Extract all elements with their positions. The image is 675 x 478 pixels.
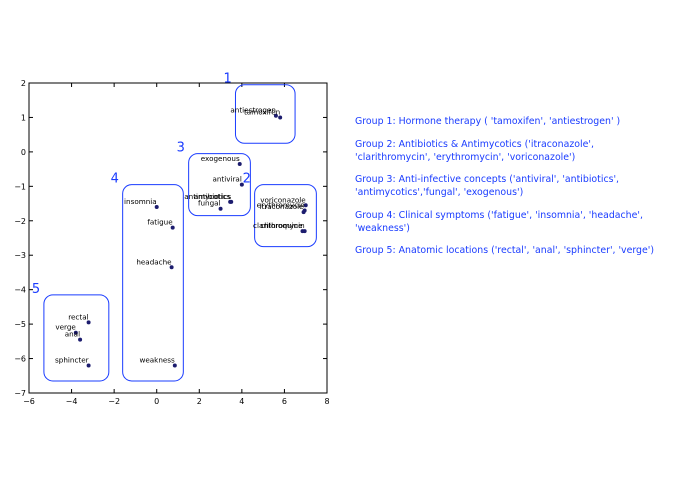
data-point	[301, 210, 306, 215]
group-boxes: 1 2 3 4 5	[32, 72, 317, 382]
y-tick-label: 0	[21, 148, 26, 157]
x-tick-label: −6	[23, 397, 35, 406]
point-label: exogenous	[201, 154, 240, 163]
legend-group-1: Group 1: Hormone therapy ( 'tamoxifen', …	[355, 116, 621, 127]
data-point	[73, 330, 78, 335]
point-label: erythromycin	[257, 200, 305, 209]
point-label: antimycotics	[184, 192, 230, 201]
data-point	[302, 229, 307, 234]
group-box	[122, 184, 184, 382]
group-number: 3	[177, 141, 185, 156]
point-label: fungal	[198, 199, 221, 208]
point-label: anal	[65, 330, 80, 339]
point-label: tamoxifen	[244, 107, 280, 116]
point-label: headache	[136, 257, 172, 266]
legend-group-5: Group 5: Anatomic locations ('rectal', '…	[355, 245, 655, 256]
point-label: rectal	[68, 312, 88, 321]
group-number: 1	[223, 72, 231, 87]
x-tick-label: 0	[154, 397, 159, 406]
group-number: 4	[111, 172, 119, 187]
data-point	[228, 199, 233, 204]
legend-group-2: Group 2: Antibiotics & Antimycotics ('it…	[355, 138, 594, 163]
point-label: antiestrogen	[230, 106, 276, 115]
x-tick-label: 6	[282, 397, 287, 406]
group-legend: Group 1: Hormone therapy ( 'tamoxifen', …	[355, 115, 665, 267]
point-label: fatigue	[147, 218, 173, 227]
point-label: antiviral	[212, 175, 241, 184]
point-label: clarithromycin	[253, 221, 305, 230]
data-point	[169, 265, 174, 270]
data-point	[239, 182, 244, 187]
legend-group-3: Group 3: Anti-infective concepts ('antiv…	[355, 174, 620, 198]
x-tick-label: 2	[197, 397, 202, 406]
data-point	[172, 363, 177, 368]
group-number: 5	[32, 282, 40, 297]
point-label: insomnia	[124, 197, 157, 206]
x-tick-label: 8	[324, 397, 329, 406]
legend-group-4: Group 4: Clinical symptoms ('fatigue', '…	[355, 209, 643, 234]
y-tick-label: −5	[14, 320, 26, 329]
point-label: itraconazole	[260, 202, 305, 211]
y-tick-label: 2	[21, 79, 26, 88]
group-box	[43, 294, 110, 382]
y-tick-label: −7	[14, 389, 26, 398]
point-label: weakness	[139, 355, 175, 364]
point-label: voriconazole	[260, 195, 306, 204]
point-label: verge	[55, 323, 76, 332]
data-point	[154, 205, 159, 209]
data-point	[86, 320, 91, 325]
point-label: sphincter	[55, 355, 89, 364]
data-point	[303, 203, 308, 208]
point-label: chloroquine	[260, 221, 303, 230]
y-tick-label: −3	[14, 251, 26, 260]
y-tick-label: −2	[14, 217, 26, 226]
point-label: antibiotics	[194, 192, 231, 201]
y-tick-label: 1	[21, 113, 26, 122]
data-point	[78, 337, 83, 342]
plot-area	[28, 82, 328, 394]
group-box	[188, 153, 251, 217]
group-number: 2	[243, 172, 251, 187]
y-tick-label: −6	[14, 355, 26, 364]
data-point	[273, 113, 278, 118]
group-box	[234, 84, 296, 144]
data-point	[86, 363, 91, 368]
y-tick-label: −4	[14, 286, 26, 295]
x-tick-label: 4	[239, 397, 244, 406]
x-tick-label: −2	[108, 397, 120, 406]
data-point	[278, 115, 283, 120]
data-point	[237, 161, 242, 166]
data-point	[170, 225, 175, 230]
data-point	[218, 206, 223, 211]
group-box	[254, 184, 317, 248]
x-tick-label: −4	[66, 397, 78, 406]
y-tick-label: −1	[14, 182, 26, 191]
